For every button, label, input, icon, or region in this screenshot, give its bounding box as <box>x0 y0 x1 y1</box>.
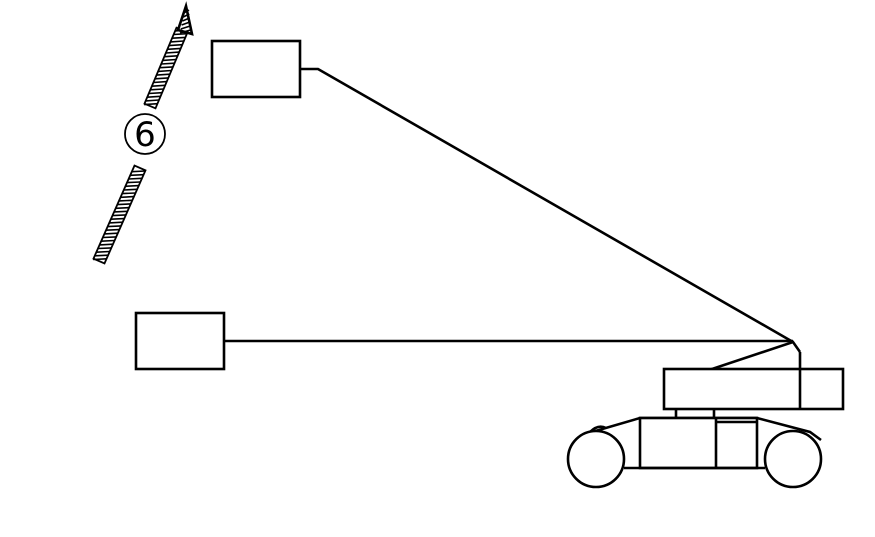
arrow-upper-segment-hatch-stroke <box>173 32 188 36</box>
step-marker-label: 6 <box>134 115 156 155</box>
arrow-lower-segment-hatch-stroke <box>131 170 146 173</box>
arrow-lower-segment-hatch-stroke <box>130 173 144 177</box>
arrow-head-hatch-stroke <box>182 17 190 22</box>
arrow-lower-segment-hatch-stroke <box>117 203 131 206</box>
arrow-head <box>179 9 191 34</box>
raised-platform-position <box>210 39 794 344</box>
turntable <box>662 340 845 418</box>
arrow-lower-segment-hatch-stroke <box>109 221 123 224</box>
arrow-lower-segment-hatch-stroke <box>93 258 107 261</box>
arrow-lower-segment-hatch-stroke <box>96 250 110 253</box>
arrow-head-hatch-stroke <box>179 29 191 34</box>
arrow-upper-segment-hatch-stroke <box>161 62 175 65</box>
arrow-upper-segment-hatch-stroke <box>153 80 167 84</box>
motion-arrow <box>92 1 194 265</box>
arrow-lower-segment-hatch-stroke <box>115 206 130 210</box>
arrow-lower-segment-hatch-stroke <box>110 217 125 220</box>
turntable-housing <box>662 367 845 411</box>
chassis-body <box>638 416 759 470</box>
arrow-lower-segment-hatch-stroke <box>114 210 128 213</box>
arrow-upper-segment-hatch-stroke <box>164 55 178 58</box>
arrow-lower-segment-hatch-stroke <box>126 181 141 184</box>
arrow-lower-segment-hatch-stroke <box>123 188 138 191</box>
arrow-upper-segment-hatch-stroke <box>154 77 169 80</box>
arrow-lower-segment-hatch-stroke <box>94 254 109 257</box>
arrow-head-hatch-stroke <box>182 13 190 18</box>
arrow-upper-segment-hatch-stroke <box>147 95 161 98</box>
arrow-upper-segment-hatch-stroke <box>144 102 158 106</box>
arrow-upper-segment-hatch-stroke <box>151 84 166 87</box>
arrow-lower-segment-hatch-stroke <box>97 247 112 250</box>
arrow-lower-segment-hatch-stroke <box>122 192 136 195</box>
arrow-upper-segment-hatch-stroke <box>158 69 172 73</box>
arrow-upper-segment-hatch-stroke <box>159 66 174 69</box>
arrow-head-hatch-stroke <box>181 21 191 26</box>
arrow-lower-segment-hatch-stroke <box>128 177 143 180</box>
arrow-lower-segment-hatch-stroke <box>99 243 114 246</box>
arrow-lower-segment-hatch-stroke <box>107 225 122 228</box>
raised-platform-basket <box>210 39 302 99</box>
lowered-platform-basket <box>134 311 226 371</box>
arrow-upper-segment-hatch-stroke <box>156 73 170 76</box>
step-marker: 6 <box>124 113 166 155</box>
arrow-lower-segment-hatch-stroke <box>118 199 133 202</box>
lowered-platform-position <box>134 311 793 371</box>
arrow-head-hatch-stroke <box>180 25 191 30</box>
arrow-lower-segment-hatch-stroke <box>112 214 126 217</box>
arrow-upper-segment-hatch-stroke <box>150 88 164 91</box>
arrow-upper-segment-hatch-stroke <box>165 51 180 54</box>
arrow-upper-segment <box>143 26 189 110</box>
rear-wheel <box>763 429 823 489</box>
arrow-upper-segment-hatch-stroke <box>171 36 186 39</box>
front-wheel <box>566 429 626 489</box>
arrow-lower-segment-hatch-stroke <box>125 184 139 188</box>
arrow-upper-segment-hatch-stroke <box>170 40 184 43</box>
arrow-lower-segment-hatch-stroke <box>104 232 118 235</box>
step-marker-circle <box>124 113 166 155</box>
arrow-upper-segment-hatch-stroke <box>148 91 163 95</box>
arrow-head-hatch-stroke <box>183 9 190 14</box>
arrow-lower-segment <box>92 164 147 265</box>
arrow-lower-segment-hatch-stroke <box>101 239 115 242</box>
chassis <box>589 416 822 470</box>
arrow-upper-segment-hatch-stroke <box>162 58 177 62</box>
raised-boom-line <box>300 67 794 344</box>
arrow-upper-segment-hatch-stroke <box>145 99 160 102</box>
arrow-lower-segment-hatch-stroke <box>105 228 120 231</box>
arrow-upper-segment-hatch-stroke <box>167 47 181 51</box>
arrow-lower-segment-hatch-stroke <box>120 195 134 199</box>
arrow-lower-segment-hatch-stroke <box>102 236 117 239</box>
arrow-upper-segment-hatch-stroke <box>168 43 183 47</box>
